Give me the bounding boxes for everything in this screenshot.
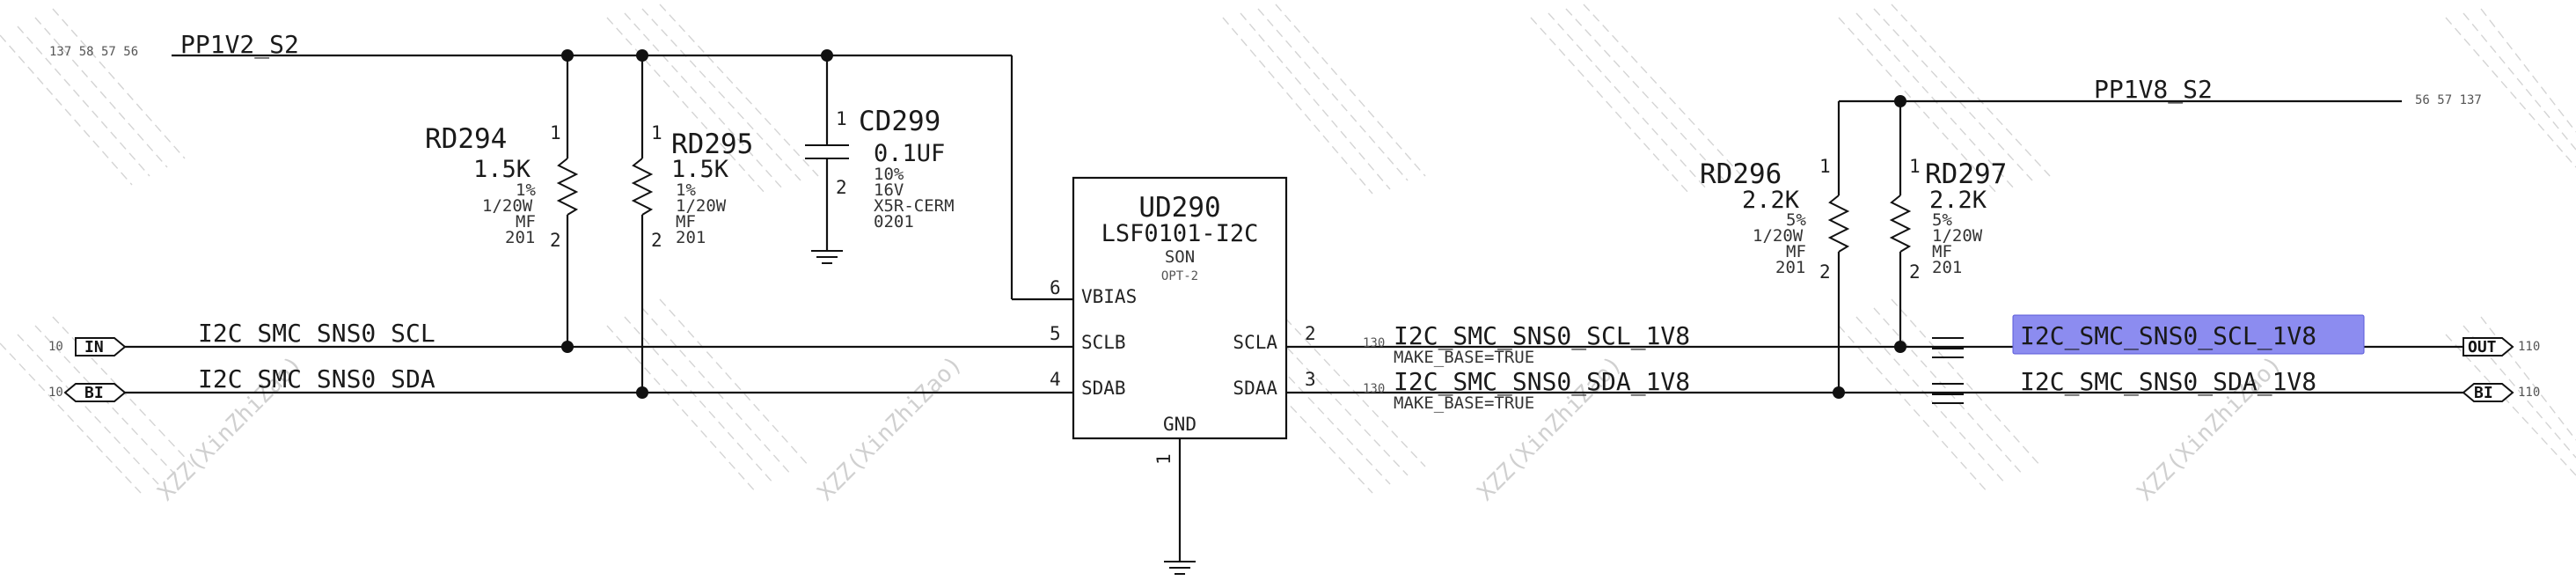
selection-highlight <box>2012 314 2365 355</box>
svg-text:2: 2 <box>836 177 847 198</box>
junction-dot <box>636 386 648 399</box>
svg-text:1: 1 <box>836 108 847 129</box>
capacitor-cd299[interactable]: 1 2 CD299 0.1UF 10% 16V X5R-CERM 0201 <box>805 55 955 264</box>
svg-text:1.5K: 1.5K <box>671 156 729 183</box>
svg-text:2: 2 <box>1305 323 1316 344</box>
pp1v8-refs: 56 57 137 <box>2415 93 2482 107</box>
svg-text:5: 5 <box>1050 323 1061 344</box>
svg-text:2.2K: 2.2K <box>1742 187 1800 214</box>
svg-text:201: 201 <box>505 228 535 247</box>
svg-text:SON: SON <box>1165 247 1195 267</box>
svg-text:110: 110 <box>2518 386 2540 400</box>
svg-text:1: 1 <box>651 122 662 143</box>
svg-text:5%: 5% <box>1786 210 1806 230</box>
svg-text:2: 2 <box>1819 261 1831 283</box>
svg-text:MF: MF <box>516 212 536 232</box>
resistor-rd295[interactable]: 1 2 RD295 1.5K 1% 1/20W MF 201 <box>631 55 753 393</box>
junction-dot <box>561 341 574 353</box>
svg-text:201: 201 <box>676 228 706 247</box>
svg-text:1/20W: 1/20W <box>1753 226 1804 246</box>
svg-text:1: 1 <box>1153 453 1175 465</box>
net-sda-in[interactable]: 10 BI I2C_SMC_SNS0_SDA <box>48 364 1073 402</box>
pin-sclb: SCLB <box>1081 332 1126 353</box>
net-label-scl-1v8: I2C_SMC_SNS0_SCL_1V8 <box>1394 321 1690 351</box>
svg-text:MF: MF <box>676 212 696 232</box>
make-base-prop: MAKE_BASE=TRUE <box>1394 393 1534 413</box>
pp1v8-label[interactable]: PP1V8_S2 <box>2094 75 2213 105</box>
svg-text:1.5K: 1.5K <box>473 156 531 183</box>
port-out: OUT <box>2468 338 2497 356</box>
net-label-sda: I2C_SMC_SNS0_SDA <box>198 364 435 394</box>
svg-text:4: 4 <box>1050 369 1061 390</box>
rd295-ref: RD295 <box>671 129 753 160</box>
resistor-rd294[interactable]: 1 2 RD294 1.5K 1% 1/20W MF 201 <box>425 55 579 348</box>
rd296-ref: RD296 <box>1700 158 1782 190</box>
resistor-rd297[interactable]: 1 2 RD297 2.2K 5% 1/20W MF 201 <box>1889 101 2007 347</box>
svg-text:0.1UF: 0.1UF <box>874 140 945 167</box>
resistor-rd296[interactable]: 1 2 RD296 2.2K 5% 1/20W MF 201 <box>1700 101 1850 393</box>
svg-text:5%: 5% <box>1932 210 1952 230</box>
svg-text:MF: MF <box>1786 242 1806 261</box>
pp1v2-rail: 137 58 57 56 PP1V2_S2 <box>49 30 1073 301</box>
svg-text:1: 1 <box>1819 156 1831 177</box>
rd297-ref: RD297 <box>1925 158 2007 190</box>
svg-text:0201: 0201 <box>874 212 914 232</box>
pp1v8-rail: PP1V8_S2 56 57 137 <box>1839 75 2482 107</box>
rd294-ref: RD294 <box>425 123 507 155</box>
svg-text:1: 1 <box>1909 156 1921 177</box>
svg-text:6: 6 <box>1050 277 1061 298</box>
svg-text:1/20W: 1/20W <box>482 196 533 216</box>
net-label-scl-out: I2C_SMC_SNS0_SCL_1V8 <box>2020 321 2316 351</box>
ud290-ref: UD290 <box>1138 192 1220 224</box>
svg-text:16V: 16V <box>874 180 904 200</box>
svg-text:X5R-CERM: X5R-CERM <box>874 196 955 216</box>
net-label-sda-out: I2C_SMC_SNS0_SDA_1V8 <box>2020 367 2316 397</box>
junction-dot <box>1894 341 1906 353</box>
svg-text:2: 2 <box>1909 261 1921 283</box>
svg-text:1: 1 <box>550 122 561 143</box>
pp1v2-refs: 137 58 57 56 <box>49 45 138 59</box>
svg-text:130: 130 <box>1363 336 1385 350</box>
svg-text:110: 110 <box>2518 340 2540 354</box>
net-scl-in[interactable]: 10 IN I2C_SMC_SNS0_SCL <box>48 319 1073 356</box>
svg-text:2.2K: 2.2K <box>1929 187 1987 214</box>
cd299-ref: CD299 <box>859 106 940 137</box>
pin-gnd: GND <box>1163 414 1197 435</box>
pin-sdaa: SDAA <box>1233 378 1277 399</box>
svg-text:2: 2 <box>550 230 561 251</box>
pin-scla: SCLA <box>1233 332 1277 353</box>
svg-text:1%: 1% <box>516 180 536 200</box>
svg-text:10: 10 <box>48 386 63 400</box>
net-label-sda-1v8: I2C_SMC_SNS0_SDA_1V8 <box>1394 367 1690 397</box>
port-bi-right: BI <box>2474 384 2493 402</box>
svg-text:201: 201 <box>1775 258 1805 277</box>
svg-text:XZZ(XinZhiZao): XZZ(XinZhiZao) <box>813 351 968 506</box>
ud290-part: LSF0101-I2C <box>1101 220 1259 247</box>
port-in: IN <box>84 338 104 356</box>
svg-text:10: 10 <box>48 340 63 354</box>
svg-text:3: 3 <box>1305 369 1316 390</box>
svg-text:2: 2 <box>651 230 662 251</box>
pin-sdab: SDAB <box>1081 378 1126 399</box>
svg-text:OPT-2: OPT-2 <box>1161 269 1198 283</box>
net-sda-1v8[interactable]: 130 I2C_SMC_SNS0_SDA_1V8 MAKE_BASE=TRUE … <box>1286 367 2540 413</box>
svg-text:MF: MF <box>1932 242 1952 261</box>
svg-text:1%: 1% <box>676 180 696 200</box>
port-bi: BI <box>84 384 104 402</box>
svg-text:10%: 10% <box>874 165 904 184</box>
net-label-scl: I2C_SMC_SNS0_SCL <box>198 319 435 349</box>
svg-text:1/20W: 1/20W <box>1932 226 1983 246</box>
svg-text:201: 201 <box>1932 258 1962 277</box>
ic-ud290[interactable]: UD290 LSF0101-I2C SON OPT-2 VBIAS SCLB S… <box>1050 176 1316 575</box>
pin-vbias: VBIAS <box>1081 286 1137 307</box>
junction-dot <box>1833 386 1845 399</box>
svg-text:130: 130 <box>1363 382 1385 396</box>
svg-text:1/20W: 1/20W <box>676 196 727 216</box>
make-base-prop: MAKE_BASE=TRUE <box>1394 348 1534 367</box>
net-scl-1v8[interactable]: 130 I2C_SMC_SNS0_SCL_1V8 MAKE_BASE=TRUE … <box>1286 314 2540 367</box>
